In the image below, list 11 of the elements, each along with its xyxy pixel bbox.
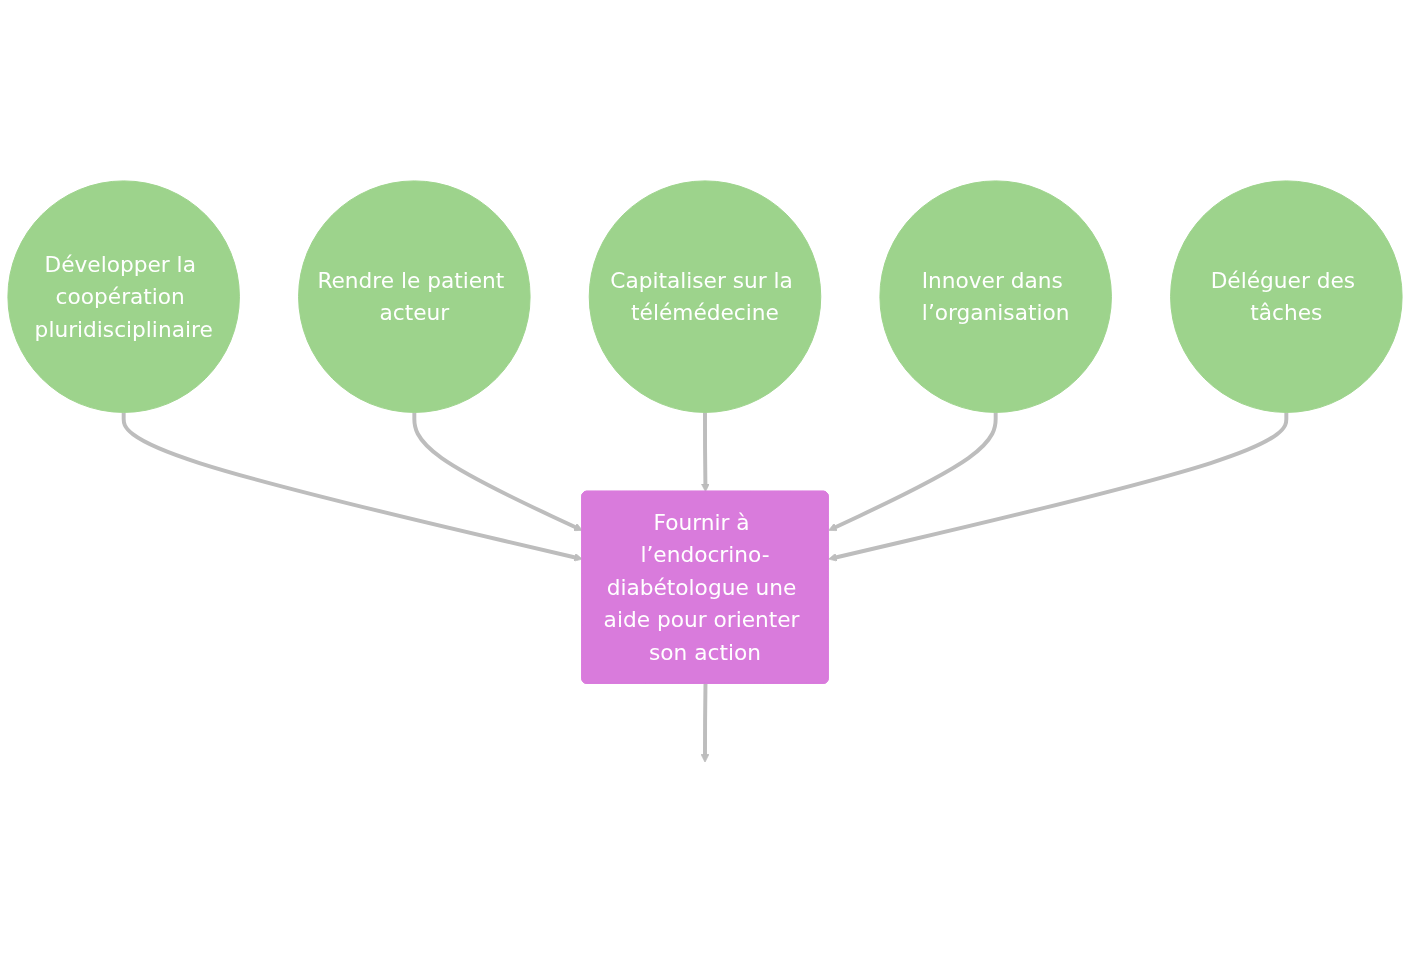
arrow (701, 412, 710, 492)
arrow (700, 683, 710, 763)
arrow (828, 412, 1289, 562)
node-circle: Déléguer des tâches (1170, 180, 1403, 413)
node-circle: Développer la coopération pluridisciplinaire (7, 180, 240, 413)
node-circle: Rendre le patient acteur (298, 180, 531, 413)
arrow (828, 412, 998, 531)
node-circle: Capitaliser sur la télémédecine (588, 180, 822, 413)
arrow (412, 412, 583, 531)
arrow (121, 412, 583, 562)
node-circle: Innover dans l’organisation (879, 180, 1112, 413)
